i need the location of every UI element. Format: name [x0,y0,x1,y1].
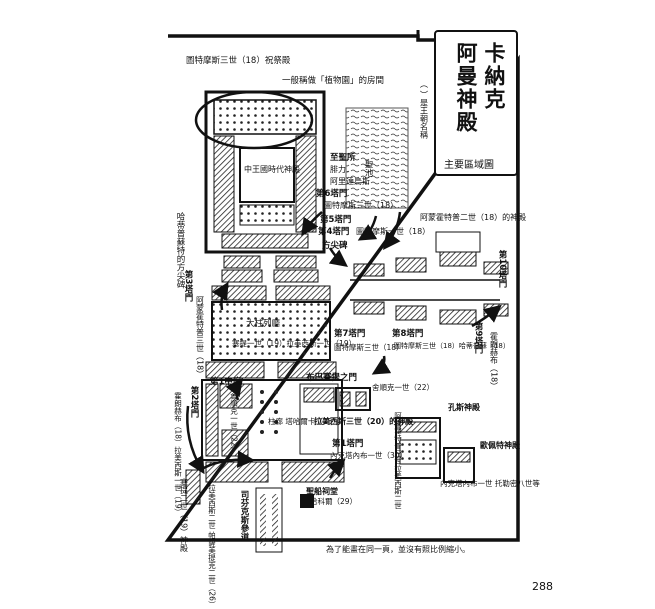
sphinx-avenue-shape [255,487,283,553]
label-pylon9: 第9塔門 [473,321,483,354]
label-pylon2-king: 霍朗赫布（18）拉美西斯一世（19） [173,392,182,516]
label-hakor: 哈科爾（29） [310,496,357,506]
title-line-1: 卡納克 [482,42,507,111]
label-obelisk: 方尖碑 [322,240,348,251]
label-colonnade: 柱廊 塔哈爾卡（25） [268,416,340,426]
map-arrows [186,211,502,479]
label-sphinx-avenue: 司芬克斯參道 [239,490,250,542]
label-pylon5: 第5塔門 [320,214,351,225]
ramesses3-temple-shape [335,387,371,411]
label-side-note: （ ）是王朝名稱 [420,80,429,140]
label-pylon9-king: 霍朗赫布（18） [490,332,499,390]
pylon-1 [205,461,345,483]
label-pylon6-king: 圖特摩斯三世（18） [324,200,398,210]
pylons-6-5-4 [221,255,319,283]
label-sacred-boat: 聖船祠堂 [306,486,338,496]
label-opet-temple: 歐佩特神殿 [480,440,521,450]
label-pylon3-king: 阿蒙霍特普三世（18） [196,296,205,378]
label-shoshenq: 舍順克一世（22） [229,391,238,454]
label-sacred-lake: 聖池 [363,160,373,177]
label-pylon7-king: 圖特摩斯三世（18） [334,342,404,352]
label-pylon8-king: 圖特摩斯三世（18）哈蒂普蘇（18） [394,341,510,350]
label-amenhotep2-temple: 阿蒙霍特普二世（18）的神殿 [420,212,526,222]
label-pylon2: 第2塔門 [189,385,199,418]
label-sanctuary-1: 至聖所 [330,152,356,163]
label-pylon8: 第8塔門 [392,328,423,339]
khonsu-temple-shape [395,417,441,479]
label-pylon1-king: 內克塔內布一世（30） [330,450,407,460]
title-line-2: 阿曼神殿 [454,42,479,134]
first-court [201,379,343,461]
label-middle-kingdom: 中王國時代神殿 [244,164,300,174]
label-opet-king: 內克塔內布一世 托勒密八世等 [440,478,540,488]
map-title-box: 卡納克 阿曼神殿 主要區域圖 [434,30,518,176]
label-pylon4: 第4塔門 [318,226,349,237]
title-subtitle: 主要區域圖 [444,160,494,171]
opet-temple-shape [443,447,475,483]
festival-hall [194,90,326,254]
label-festival-hall: 圖特摩斯三世（18）祝祭殿 [186,55,291,66]
label-hatshepsut-obelisk: 哈蒂普蘇特的方尖碑 [175,211,185,289]
label-khonsu-temple: 孔斯神殿 [448,402,481,412]
footnote: 為了能畫在同一頁，並沒有照比例縮小。 [326,544,470,554]
label-ramesses3-temple: 拉美西斯三世（20）的神殿 [314,416,414,426]
label-bubastite: 布巴賽提之門 [305,372,357,383]
label-pylon6: 第6塔門 [316,188,347,199]
boat-shrine-shape [300,494,314,508]
label-ramesses2-psamtik: 拉美西斯二世 帕薩美提克二世（26） [207,483,216,609]
label-sanctuary-2: 腓力． [330,164,354,174]
label-botanical-room: 一般稱做「植物園」的房間 [282,75,384,86]
label-pylon10: 第10塔門 [497,249,507,288]
label-sanctuary-3: 阿里達烏斯 [330,176,370,186]
hypostyle-hall [211,301,331,361]
sacred-lake [345,107,409,209]
enclosure-wall [164,30,520,542]
label-amenhotep3-ramesses: 阿蒙霍特普三世拉美西斯二世 [393,412,402,510]
pylon-3 [211,285,331,301]
label-hypostyle: 大柱列廳 [246,318,281,329]
label-pylon1: 第1塔門 [332,438,363,449]
festival-hall-highlight [194,90,314,150]
label-pylon7: 第7塔門 [334,328,365,339]
page-number: 288 [532,580,553,593]
label-forecourt: 第1中庭 [210,376,242,387]
south-axis [350,231,509,325]
label-seti-ramesses: 塞提一世（19）拉美西斯一世（19） [232,338,356,348]
label-pylon3: 第3塔門 [183,269,193,302]
label-seti2-temple: 塞提二世（19）神殿 [180,477,189,553]
label-pylon45-king: 圖特摩斯一世（18） [356,226,430,236]
label-shoshenq-gate: 舍順克一世（22） [372,382,434,392]
